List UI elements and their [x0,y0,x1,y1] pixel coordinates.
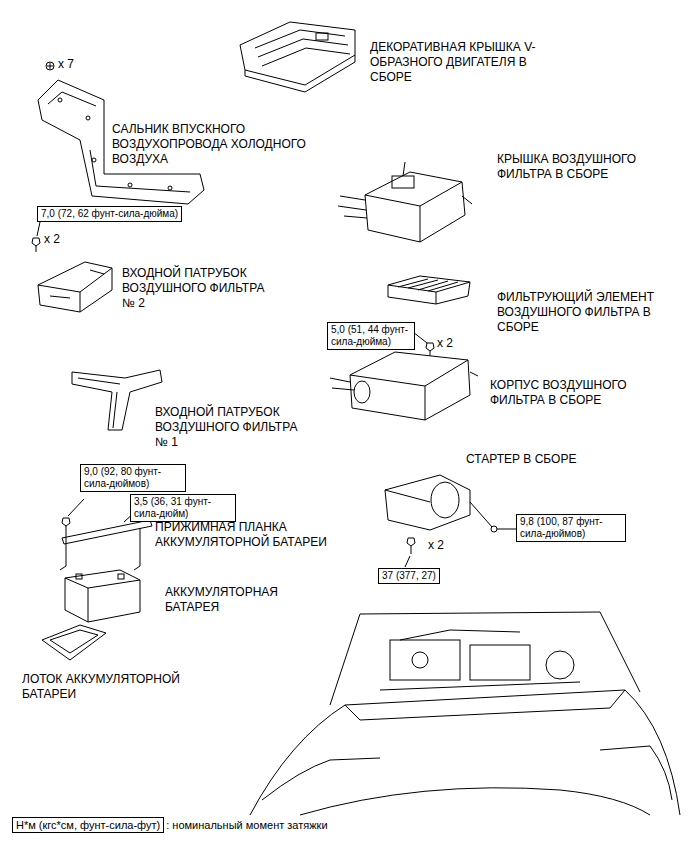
air-cleaner-cap-drawing [338,162,472,242]
legend-box: Н*м (кгс*см, фунт-сила-фут): номинальный… [12,817,328,833]
part-name: ВХОДНОЙ ПАТРУБОК ВОЗДУШНОГО ФИЛЬТРА № 1 [155,405,313,450]
engine-cover-drawing [240,22,355,92]
torque-box: 9,0 (92, 80 фунт-сила-дюймов) [80,464,186,492]
torque-unit: Н*м (кгс*см, фунт-сила-фут) [12,817,164,833]
torque-box: 3,5 (36, 31 фунт-сила-дюйм) [130,494,236,522]
torque-value: 7,0 (72, 62 фунт-сила-дюйма) [41,208,178,219]
part-name: ДЕКОРАТИВНАЯ КРЫШКА V-ОБРАЗНОГО ДВИГАТЕЛ… [370,40,548,85]
starter-drawing [385,475,516,567]
part-name: ЛОТОК АККУМУЛЯТОРНОЙ БАТАРЕИ [22,672,210,702]
torque-box: 7,0 (72, 62 фунт-сила-дюйма) [37,206,182,222]
bolt-drawing [32,222,40,252]
torque-box: 37 (377, 27) [378,568,440,584]
part-name: ВХОДНОЙ ПАТРУБОК ВОЗДУШНОГО ФИЛЬТРА № 2 [122,266,280,311]
screw-drawing [46,62,54,70]
part-name: СТАРТЕР В СБОРЕ [466,452,576,467]
battery-drawing [65,570,140,622]
vehicle-drawing [250,612,680,815]
part-name: САЛЬНИК ВПУСКНОГО ВОЗДУХОПРОВОДА ХОЛОДНО… [112,122,312,167]
torque-value: 3,5 (36, 31 фунт-сила-дюйм) [134,496,211,519]
part-name: ФИЛЬТРУЮЩИЙ ЭЛЕМЕНТ ВОЗДУШНОГО ФИЛЬТРА В… [497,290,662,335]
torque-box: 9,8 (100, 87 фунт-сила-дюймов) [516,514,626,542]
inlet-1-drawing [72,370,162,430]
part-name: АККУМУЛЯТОРНАЯ БАТАРЕЯ [165,585,323,615]
inlet-2-drawing [38,262,112,312]
torque-box: 5,0 (51, 44 фунт-сила-дюйма) [327,322,415,350]
bolt-drawing [413,332,434,357]
quantity-mark: x 2 [437,336,453,351]
torque-value: 9,0 (92, 80 фунт-сила-дюймов) [84,466,161,489]
quantity-mark: x 2 [428,538,444,553]
legend-text: : номинальный момент затяжки [164,818,327,832]
part-name: КРЫШКА ВОЗДУШНОГО ФИЛЬТРА В СБОРЕ [497,152,669,182]
battery-tray-drawing [42,625,106,660]
air-cleaner-case-drawing [330,352,478,420]
part-name: КОРПУС ВОЗДУШНОГО ФИЛЬТРА В СБОРЕ [490,378,658,408]
part-name: ПРИЖИМНАЯ ПЛАНКА АККУМУЛЯТОРНОЙ БАТАРЕИ [155,520,327,550]
filter-element-drawing [388,276,470,304]
torque-value: 9,8 (100, 87 фунт-сила-дюймов) [520,516,603,539]
torque-value: 37 (377, 27) [382,570,436,581]
quantity-mark: x 2 [44,232,60,247]
torque-value: 5,0 (51, 44 фунт-сила-дюйма) [331,324,408,347]
quantity-mark: x 7 [58,57,74,72]
